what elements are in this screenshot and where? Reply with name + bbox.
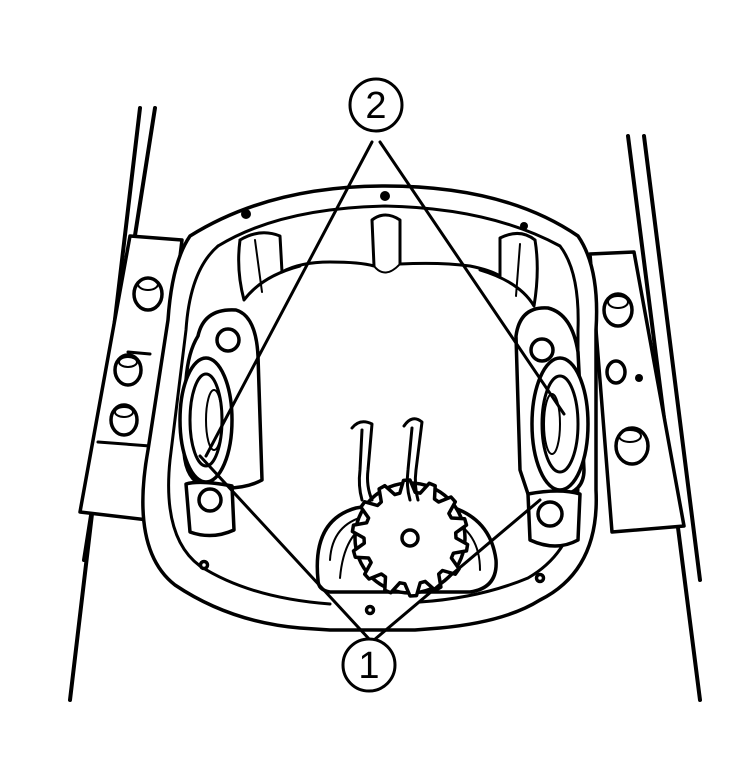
callout-2-label: 2 [365,85,386,127]
callout-2-leaders [204,140,566,458]
callout-1-label: 1 [358,645,379,687]
bolt-head [602,292,634,328]
callout-1-leaders [198,454,542,642]
bolt-head [109,403,139,437]
left-bearing-cap [178,308,264,538]
bolt-head [113,353,143,387]
right-mounting-bracket [588,250,686,534]
bolt-hole [605,359,627,385]
bolt-head [614,426,650,466]
right-bearing-cap [514,306,590,548]
pinion-gear [350,478,470,598]
bolt-head [132,276,164,312]
callout-1: 1 [341,637,397,693]
callout-2: 2 [348,77,404,133]
sensor-wires [350,417,424,502]
housing-cavity [237,213,539,308]
